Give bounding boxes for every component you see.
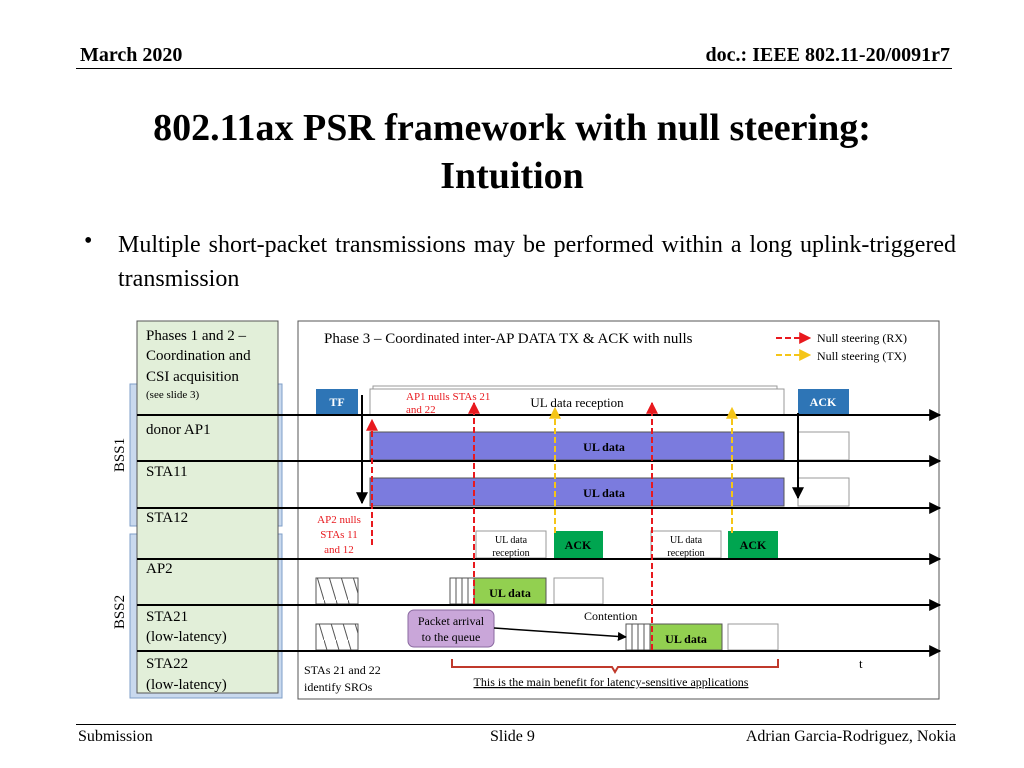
ap2-ack-2 <box>728 531 778 558</box>
slide-title: 802.11ax PSR framework with null steerin… <box>60 104 964 200</box>
ap2-ul-reception-2-l2: reception <box>667 548 704 559</box>
tf-box <box>316 389 358 415</box>
ap2-nulls-line-3: and 12 <box>324 544 354 556</box>
header-doc-id: doc.: IEEE 802.11-20/0091r7 <box>705 44 950 66</box>
phase3-frame <box>297 320 940 700</box>
sta22-ul-data <box>649 623 723 651</box>
legend-rx-label: Null steering (RX) <box>817 331 907 345</box>
footer-slide-number: Slide 9 <box>490 728 535 745</box>
node-sta22: STA22 <box>146 656 188 672</box>
node-sta22-sub: (low-latency) <box>146 677 227 693</box>
header-date: March 2020 <box>80 44 183 66</box>
sta22-ul-data-label: UL data <box>665 632 707 646</box>
ack-box-ap1 <box>798 389 849 415</box>
ap2-ack-2-label: ACK <box>740 538 767 552</box>
ap2-nulls-line-2: STAs 11 <box>320 529 358 541</box>
sta12-ul-data-label: UL data <box>583 486 625 500</box>
phases-line-2: Coordination and <box>146 348 251 364</box>
ap2-nulls-line-1: AP2 nulls <box>317 514 361 526</box>
sta12-idle-slot <box>797 477 850 507</box>
ul-data-reception-label: UL data reception <box>530 395 624 410</box>
packet-arrival-line-1: Packet arrival <box>418 614 485 628</box>
ap1-nulls-line-1: AP1 nulls STAs 21 <box>406 391 490 403</box>
title-line-1: 802.11ax PSR framework with null steerin… <box>153 107 871 149</box>
node-donor-ap1: donor AP1 <box>146 422 211 438</box>
phases-line-3: CSI acquisition <box>146 369 239 385</box>
sta22-sro-hatched <box>315 623 359 651</box>
benefit-label: This is the main benefit for latency-sen… <box>474 675 749 689</box>
sta22-idle-slot <box>727 623 779 651</box>
sta11-ul-data-label: UL data <box>583 440 625 454</box>
sta21-ul-data-label: UL data <box>489 586 531 600</box>
sta21-idle-slot <box>553 577 604 605</box>
footer-submission: Submission <box>78 728 153 745</box>
sta12-ul-data-bar <box>369 477 785 507</box>
sta11-ul-data-bar <box>369 431 785 461</box>
phases-line-1: Phases 1 and 2 – <box>146 328 246 344</box>
ap1-nulls-line-2: and 22 <box>406 404 436 416</box>
sta11-idle-slot <box>797 431 850 461</box>
bullet-marker: • <box>84 228 93 254</box>
phase3-title: Phase 3 – Coordinated inter-AP DATA TX &… <box>324 331 693 347</box>
legend-tx-label: Null steering (TX) <box>817 349 906 363</box>
footer-author: Adrian Garcia-Rodriguez, Nokia <box>745 728 956 745</box>
contention-label: Contention <box>584 609 637 623</box>
phases-note: (see slide 3) <box>146 389 199 401</box>
sro-line-1: STAs 21 and 22 <box>304 663 381 677</box>
benefit-brace <box>451 659 779 674</box>
footer-divider <box>76 724 956 725</box>
node-sta21-sub: (low-latency) <box>146 629 227 645</box>
tf-label: TF <box>329 395 344 409</box>
sro-line-2: identify SROs <box>304 680 373 694</box>
ack-label-ap1: ACK <box>810 395 837 409</box>
bss1-label: BSS1 <box>112 438 128 472</box>
ap2-ul-reception-1-l1: UL data <box>495 535 528 546</box>
title-line-2: Intuition <box>440 155 584 197</box>
ap2-ul-reception-2 <box>650 530 722 559</box>
ap2-ack-1-label: ACK <box>565 538 592 552</box>
ap2-ul-reception-1-l2: reception <box>492 548 529 559</box>
ap2-ul-reception-1 <box>475 530 547 559</box>
time-axis-label: t <box>859 656 863 671</box>
node-ap2: AP2 <box>146 561 173 577</box>
sta21-sro-hatched <box>315 577 359 605</box>
ap2-ul-reception-2-l1: UL data <box>670 535 703 546</box>
header-divider <box>76 68 952 69</box>
packet-arrival-arrow <box>493 627 627 641</box>
node-sta12: STA12 <box>146 510 188 526</box>
ap2-ack-1 <box>554 531 603 558</box>
node-sta11: STA11 <box>146 464 188 480</box>
bss2-label: BSS2 <box>112 595 128 629</box>
node-sta21: STA21 <box>146 609 188 625</box>
packet-arrival-line-2: to the queue <box>422 630 481 644</box>
bullet-text: Multiple short-packet transmissions may … <box>118 232 956 292</box>
sta21-ul-data <box>473 577 547 605</box>
